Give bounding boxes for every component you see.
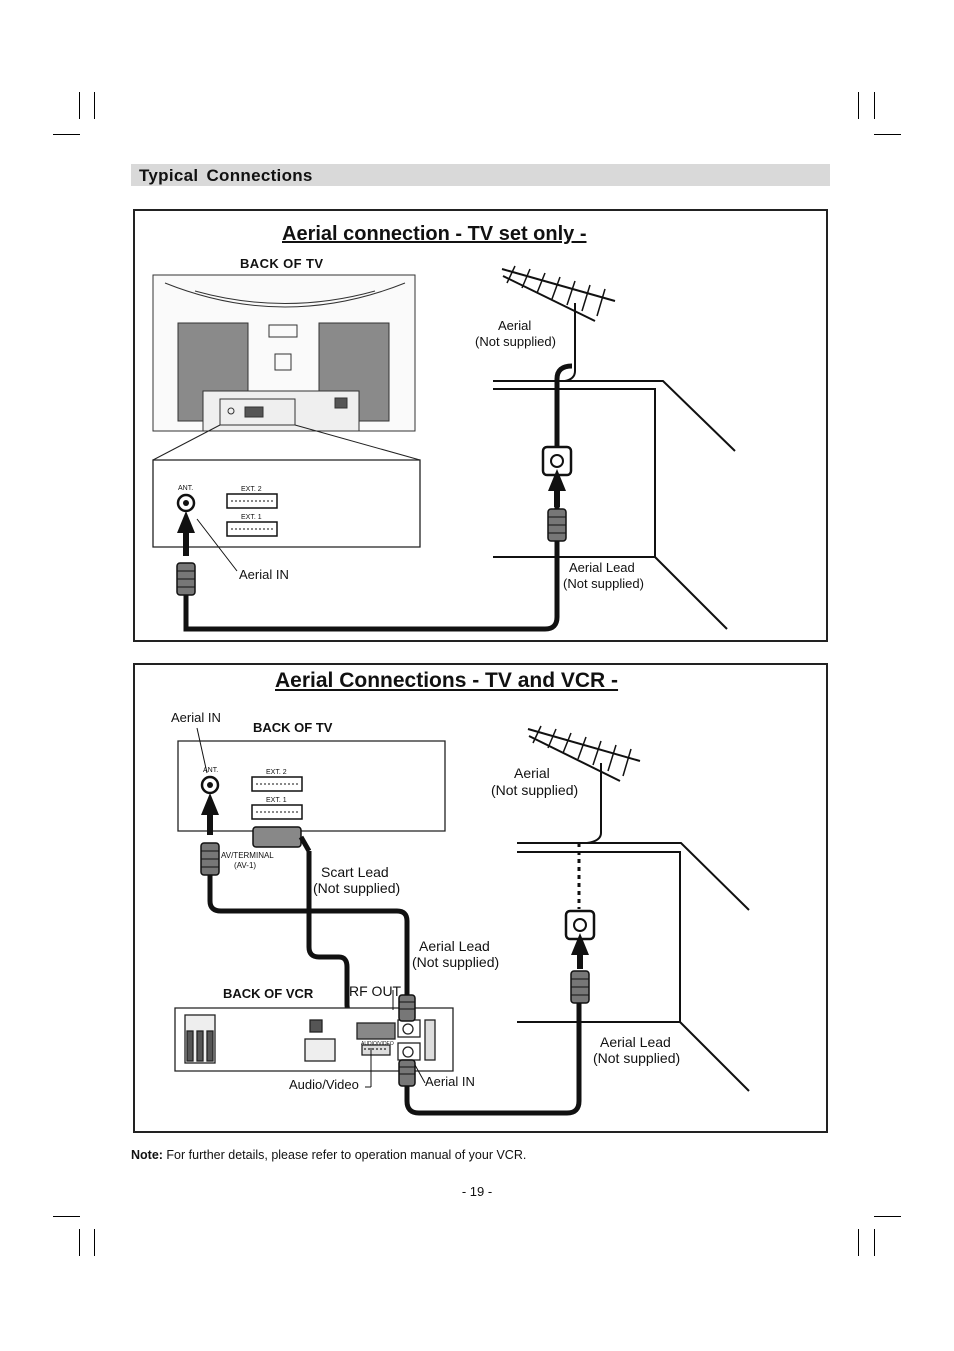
antenna-illustration <box>501 265 616 382</box>
antenna-illustration <box>527 725 641 844</box>
back-of-vcr-label: BACK OF VCR <box>223 986 314 1001</box>
diagram-tv-only-drawing <box>152 265 736 632</box>
scart-lead-note: (Not supplied) <box>313 880 401 896</box>
ext1-label: EXT. 1 <box>241 514 262 521</box>
diagram-tv-only: Aerial connection - TV set only - BACK O… <box>133 209 828 642</box>
back-of-tv-label: BACK OF TV <box>253 720 333 735</box>
diagram-tv-vcr: Aerial Connections - TV and VCR - Aerial… <box>133 663 828 1133</box>
aerial-lead-right-note: (Not supplied) <box>593 1050 681 1066</box>
page-number: - 19 - <box>461 1184 493 1199</box>
scart-lead-label: Scart Lead <box>321 864 389 880</box>
note-text: For further details, please refer to ope… <box>162 1148 527 1162</box>
section-title: Typical Connections <box>139 166 313 185</box>
house-wall <box>493 380 736 452</box>
aerial-note: (Not supplied) <box>475 334 556 349</box>
aerial-lead-mid-label: Aerial Lead <box>419 938 490 954</box>
aerial-in-top-label: Aerial IN <box>171 710 221 725</box>
vcr-back-illustration <box>174 1007 454 1072</box>
aerial-lead-note: (Not supplied) <box>563 576 644 591</box>
aerial-label: Aerial <box>498 318 532 333</box>
note-label: Note: <box>131 1148 163 1162</box>
section-header: Typical Connections <box>131 164 830 186</box>
tv-back-illustration <box>152 274 416 432</box>
aerial-lead-right-label: Aerial Lead <box>600 1034 671 1050</box>
audio-video-port-label: AUDIO/VIDEO <box>361 1041 394 1047</box>
back-of-tv-label: BACK OF TV <box>240 256 324 271</box>
ant-label: ANT. <box>203 767 219 774</box>
diagram-tv-vcr-drawing <box>174 725 750 1116</box>
aerial-label: Aerial <box>514 765 550 781</box>
aerial-in-vcr-label: Aerial IN <box>425 1074 475 1089</box>
diagram-tv-only-title: Aerial connection - TV set only - <box>282 223 587 245</box>
aerial-lead-mid-note: (Not supplied) <box>412 954 500 970</box>
ant-label: ANT. <box>178 485 194 492</box>
aerial-lead-label: Aerial Lead <box>569 560 635 575</box>
aerial-lead-cable-vcr <box>404 981 582 1116</box>
diagram-tv-vcr-title: Aerial Connections - TV and VCR - <box>275 669 619 692</box>
aerial-lead-cable <box>183 363 573 632</box>
aerial-note: (Not supplied) <box>491 782 579 798</box>
rf-out-label: RF OUT <box>349 983 402 999</box>
audio-video-label: Audio/Video <box>289 1077 359 1092</box>
ext1-label: EXT. 1 <box>266 797 287 804</box>
note: Note: For further details, please refer … <box>131 1148 526 1162</box>
aerial-in-label: Aerial IN <box>239 567 289 582</box>
tv-back-detail <box>177 740 446 832</box>
av-terminal-label: AV/TERMINAL <box>221 851 274 860</box>
av1-label: (AV-1) <box>234 861 257 870</box>
scart-plug <box>252 826 302 848</box>
ext2-label: EXT. 2 <box>241 486 262 493</box>
ext2-label: EXT. 2 <box>266 769 287 776</box>
tv-back-detail <box>152 459 421 548</box>
